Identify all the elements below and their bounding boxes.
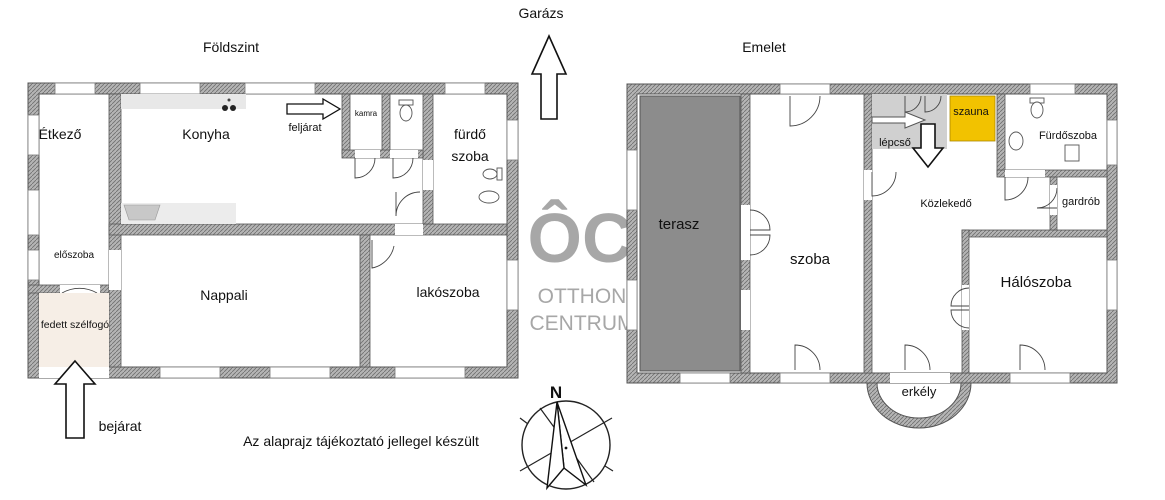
wall-kamra-left <box>341 93 351 155</box>
room-label-etkezo: Étkező <box>39 126 82 142</box>
heading-ground-floor: Földszint <box>203 39 259 55</box>
entrance-arrow-icon <box>53 359 97 439</box>
room-label-szoba: szoba <box>790 251 831 268</box>
room-label-furdoszoba: Fürdőszoba <box>1039 130 1098 142</box>
heading-upper-floor: Emelet <box>742 39 786 55</box>
feljarat-arrow-icon <box>286 97 342 121</box>
room-label-furdo-1: fürdő <box>454 126 486 142</box>
toilet-icon <box>398 99 414 122</box>
room-label-szelfogo: fedett szélfogó <box>41 319 109 331</box>
wall-kitchen-bottom <box>108 223 508 236</box>
ground-floor-plan: Étkező Konyha feljárat kamra fürdő szoba… <box>27 82 519 379</box>
room-label-furdo-2: szoba <box>451 148 489 164</box>
upper-windows <box>626 83 1118 384</box>
room-label-erkely: erkély <box>902 384 937 399</box>
logo-mark: ÔC <box>528 198 633 277</box>
room-label-konyha: Konyha <box>182 126 230 142</box>
shower-icon <box>1064 144 1080 162</box>
logo-line2: CENTRUM <box>530 312 635 335</box>
room-label-szauna: szauna <box>953 106 989 118</box>
logo-line1: OTTHON <box>538 285 627 308</box>
feljarat-label: feljárat <box>288 122 321 134</box>
upper-floor-plan: terasz szoba szauna lépcső Fürdőszoba Kö… <box>626 83 1118 429</box>
wall-kamra-bottom <box>341 149 424 159</box>
plan-note: Az alaprajz tájékoztató jellegel készült <box>243 433 479 449</box>
room-label-gardrob: gardrób <box>1062 196 1100 208</box>
stove-burner <box>227 98 231 102</box>
stair-right-arrow-icon <box>871 111 927 129</box>
otthon-centrum-logo: ÔC OTTHON CENTRUM <box>528 198 635 335</box>
compass-north-label: N <box>550 383 562 402</box>
terrace-area <box>639 95 741 372</box>
stair-down-arrow-icon <box>911 123 945 169</box>
room-label-kamra: kamra <box>355 109 378 118</box>
room-label-lepcso: lépcső <box>879 137 911 149</box>
toilet-icon <box>482 167 503 181</box>
garage-arrow-icon <box>530 34 568 120</box>
room-label-lakoszoba: lakószoba <box>416 284 479 300</box>
ground-windows <box>27 82 519 379</box>
ground-door-swings <box>61 157 421 294</box>
wall-szoba-right <box>863 93 873 374</box>
vestibule-fill <box>39 293 109 367</box>
compass-icon <box>519 400 614 491</box>
wall-bedroom-top <box>961 229 1108 238</box>
wall-bath-left <box>996 93 1006 175</box>
room-label-haloszoba: Hálószoba <box>1001 274 1073 291</box>
wall-kamra-right <box>381 93 391 155</box>
kitchen-counter-top <box>121 94 246 109</box>
balcony <box>866 382 972 429</box>
sauna-area <box>949 95 996 142</box>
washbasin-icon <box>1008 131 1024 151</box>
toilet-icon <box>1029 97 1045 119</box>
stove-burner <box>230 105 236 111</box>
upper-door-swings <box>749 95 1058 371</box>
washbasin-icon <box>478 190 500 204</box>
room-label-terasz: terasz <box>659 216 700 233</box>
kitchen-sink <box>123 204 161 221</box>
heading-garage: Garázs <box>518 5 563 21</box>
room-label-eloszoba: előszoba <box>54 250 94 261</box>
room-label-nappali: Nappali <box>200 287 247 303</box>
wall-living-right <box>359 234 371 368</box>
wall-bath-left <box>422 93 434 225</box>
stove-burner <box>222 105 228 111</box>
room-label-kozlekedo: Közlekedő <box>920 198 971 210</box>
entrance-label: bejárat <box>99 418 142 434</box>
